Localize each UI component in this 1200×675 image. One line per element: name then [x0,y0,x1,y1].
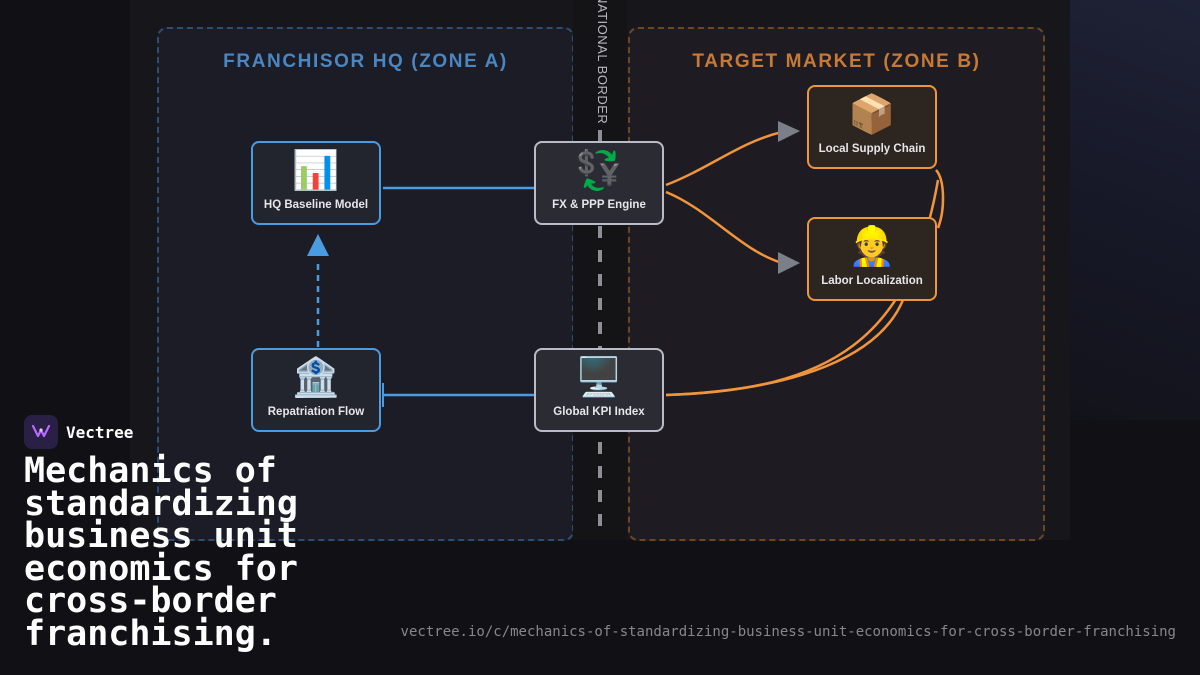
brand-name: Vectree [66,422,134,442]
arrowhead-labor [778,252,800,274]
bar-chart-icon: 📊 [292,150,340,192]
arrowhead-supply [778,121,800,142]
source-url[interactable]: vectree.io/c/mechanics-of-standardizing-… [400,624,1176,640]
zone-a-title: FRANCHISOR HQ (ZONE A) [223,51,508,72]
node-label: HQ Baseline Model [263,199,369,211]
national-border-label: NATIONAL BORDER [595,0,610,125]
link-fx-to-supply [665,130,783,187]
zone-franchisor-hq: FRANCHISOR HQ (ZONE A) [157,27,574,541]
link-labor-to-kpi [665,299,905,397]
node-repatriation-flow[interactable]: 🏦 Repatriation Flow [251,348,381,432]
link-supply-edge [934,169,945,229]
node-label: Global KPI Index [553,406,645,418]
desktop-computer-icon: 🖥️ [575,357,623,399]
package-icon: 📦 [848,94,896,136]
zone-b-title: TARGET MARKET (ZONE B) [692,51,981,72]
node-label: FX & PPP Engine [552,199,646,211]
vectree-logo-icon [24,415,58,449]
node-labor-localization[interactable]: 👷 Labor Localization [807,217,937,301]
link-fx-to-labor [665,190,783,265]
brand[interactable]: Vectree [24,415,133,449]
bank-icon: 🏦 [292,357,340,399]
construction-worker-icon: 👷 [848,226,896,268]
currency-exchange-icon: 💱 [575,150,623,192]
node-fx-ppp-engine[interactable]: 💱 FX & PPP Engine [534,141,664,225]
node-local-supply-chain[interactable]: 📦 Local Supply Chain [807,85,937,169]
node-hq-baseline-model[interactable]: 📊 HQ Baseline Model [251,141,381,225]
node-label: Local Supply Chain [818,143,926,155]
node-global-kpi-index[interactable]: 🖥️ Global KPI Index [534,348,664,432]
node-label: Repatriation Flow [267,406,365,418]
arrowhead-up [307,234,329,256]
node-label: Labor Localization [821,275,923,287]
page-title: Mechanics of standardizing business unit… [24,451,298,654]
